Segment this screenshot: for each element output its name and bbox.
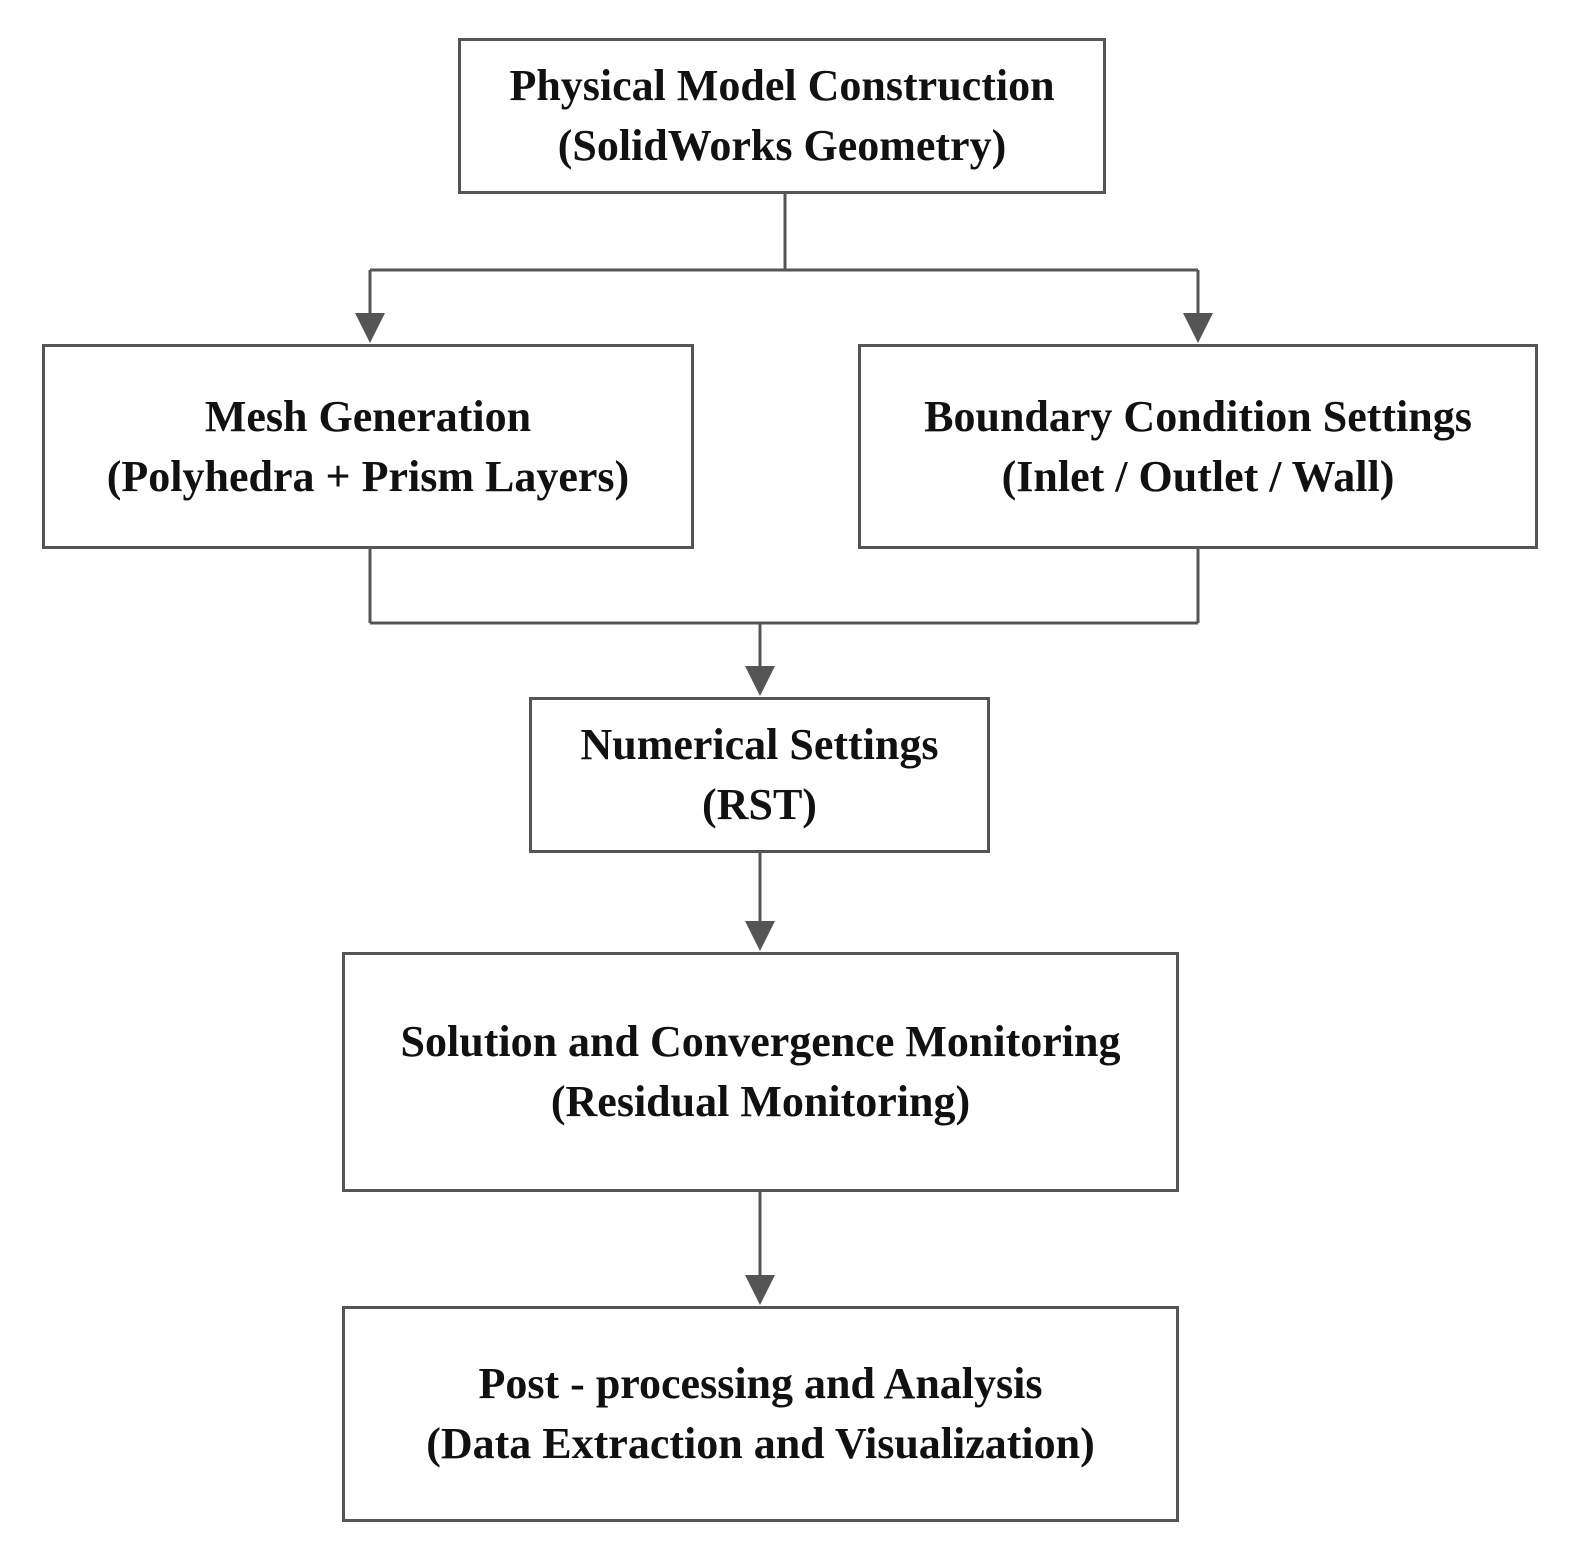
- node-subtitle: (Polyhedra + Prism Layers): [106, 451, 630, 501]
- node-mesh-generation: Mesh Generation (Polyhedra + Prism Layer…: [42, 344, 694, 549]
- node-title: Post - processing and Analysis: [478, 1359, 1043, 1408]
- node-boundary-condition-settings: Boundary Condition Settings (Inlet / Out…: [858, 344, 1538, 549]
- node-solution-convergence-monitoring: Solution and Convergence Monitoring (Res…: [342, 952, 1179, 1192]
- node-subtitle: (RST): [702, 780, 817, 829]
- node-numerical-settings: Numerical Settings (RST): [529, 697, 990, 853]
- node-post-processing-analysis: Post - processing and Analysis (Data Ext…: [342, 1306, 1179, 1522]
- node-subtitle: (SolidWorks Geometry): [557, 121, 1007, 170]
- node-subtitle: (Inlet / Outlet / Wall): [1001, 451, 1395, 501]
- node-title: Boundary Condition Settings: [924, 391, 1472, 441]
- node-subtitle: (Data Extraction and Visualization): [426, 1419, 1095, 1468]
- node-title: Numerical Settings: [580, 720, 939, 769]
- node-physical-model-construction: Physical Model Construction (SolidWorks …: [458, 38, 1106, 194]
- node-title: Physical Model Construction: [509, 61, 1055, 110]
- node-title: Mesh Generation: [204, 391, 532, 441]
- node-title: Solution and Convergence Monitoring: [400, 1017, 1121, 1066]
- node-subtitle: (Residual Monitoring): [550, 1077, 971, 1126]
